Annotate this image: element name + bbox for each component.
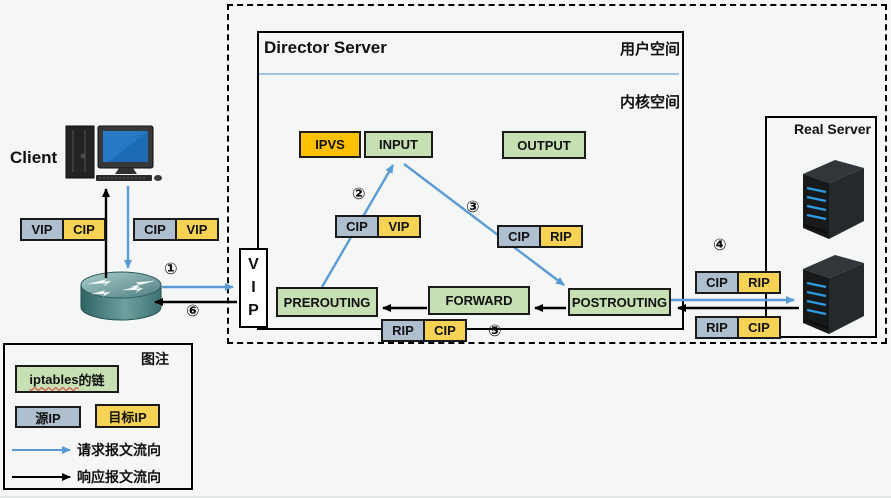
legend-title: 图注 [141, 351, 169, 367]
step-5-marker: ⑤ [488, 323, 502, 340]
output-chain-box: OUTPUT [502, 131, 586, 159]
source-ip-cell: CIP [695, 271, 739, 294]
postrouting-chain-box: POSTROUTING [568, 288, 671, 316]
dest-ip-cell: CIP [62, 218, 106, 241]
legend-dest-ip-swatch: 目标IP [95, 404, 160, 428]
step-6-marker: ⑥ [186, 303, 200, 320]
ip-pair-step4: CIP RIP [695, 271, 781, 294]
dest-ip-cell: VIP [377, 215, 421, 238]
step-1-marker: ① [164, 261, 178, 278]
input-chain-box: INPUT [364, 131, 433, 158]
step-2-marker: ② [352, 186, 366, 203]
legend-chain-en: iptables [29, 371, 79, 387]
server-icon [803, 160, 864, 239]
dest-ip-cell: RIP [539, 225, 583, 248]
server-icon [803, 255, 864, 334]
legend-response-label: 响应报文流向 [77, 469, 161, 485]
legend-box [3, 343, 193, 490]
ip-pair-step2: CIP VIP [335, 215, 421, 238]
director-server-box [257, 31, 684, 330]
legend-source-ip-swatch: 源IP [15, 406, 81, 428]
vip-letter: I [251, 279, 256, 296]
step-4-marker: ④ [713, 237, 727, 254]
prerouting-chain-box: PREROUTING [276, 287, 378, 317]
vip-letter: P [248, 302, 259, 319]
legend-chain-zh: 的链 [78, 372, 105, 388]
vip-interface-box: V I P [239, 248, 268, 328]
source-ip-cell: CIP [335, 215, 379, 238]
legend-request-label: 请求报文流向 [77, 442, 161, 458]
real-server-box [765, 116, 877, 338]
user-space-label: 用户空间 [619, 41, 680, 58]
director-server-title: Director Server [264, 38, 387, 57]
source-ip-cell: CIP [497, 225, 541, 248]
kernel-space-label: 内核空间 [619, 94, 680, 111]
ip-pair-client-request: CIP VIP [133, 218, 219, 241]
forward-chain-box: FORWARD [428, 286, 530, 315]
dest-ip-cell: CIP [737, 316, 781, 339]
dest-ip-cell: CIP [423, 319, 467, 342]
source-ip-cell: CIP [133, 218, 177, 241]
client-computer-icon [65, 125, 162, 181]
ipvs-box: IPVS [299, 131, 361, 158]
source-ip-cell: VIP [20, 218, 64, 241]
ip-pair-rs-response: RIP CIP [695, 316, 781, 339]
real-server-title: Real Server [793, 121, 871, 137]
outer-dashed-boundary [227, 4, 887, 344]
router-icon [80, 271, 162, 321]
ip-pair-step3: CIP RIP [497, 225, 583, 248]
dest-ip-cell: VIP [175, 218, 219, 241]
dest-ip-cell: RIP [737, 271, 781, 294]
user-kernel-divider-line [259, 73, 679, 75]
vip-letter: V [248, 256, 259, 273]
client-label: Client [10, 148, 58, 167]
step-3-marker: ③ [466, 199, 480, 216]
source-ip-cell: RIP [381, 319, 425, 342]
ip-pair-step5: RIP CIP [381, 319, 467, 342]
ip-pair-client-response: VIP CIP [20, 218, 106, 241]
source-ip-cell: RIP [695, 316, 739, 339]
